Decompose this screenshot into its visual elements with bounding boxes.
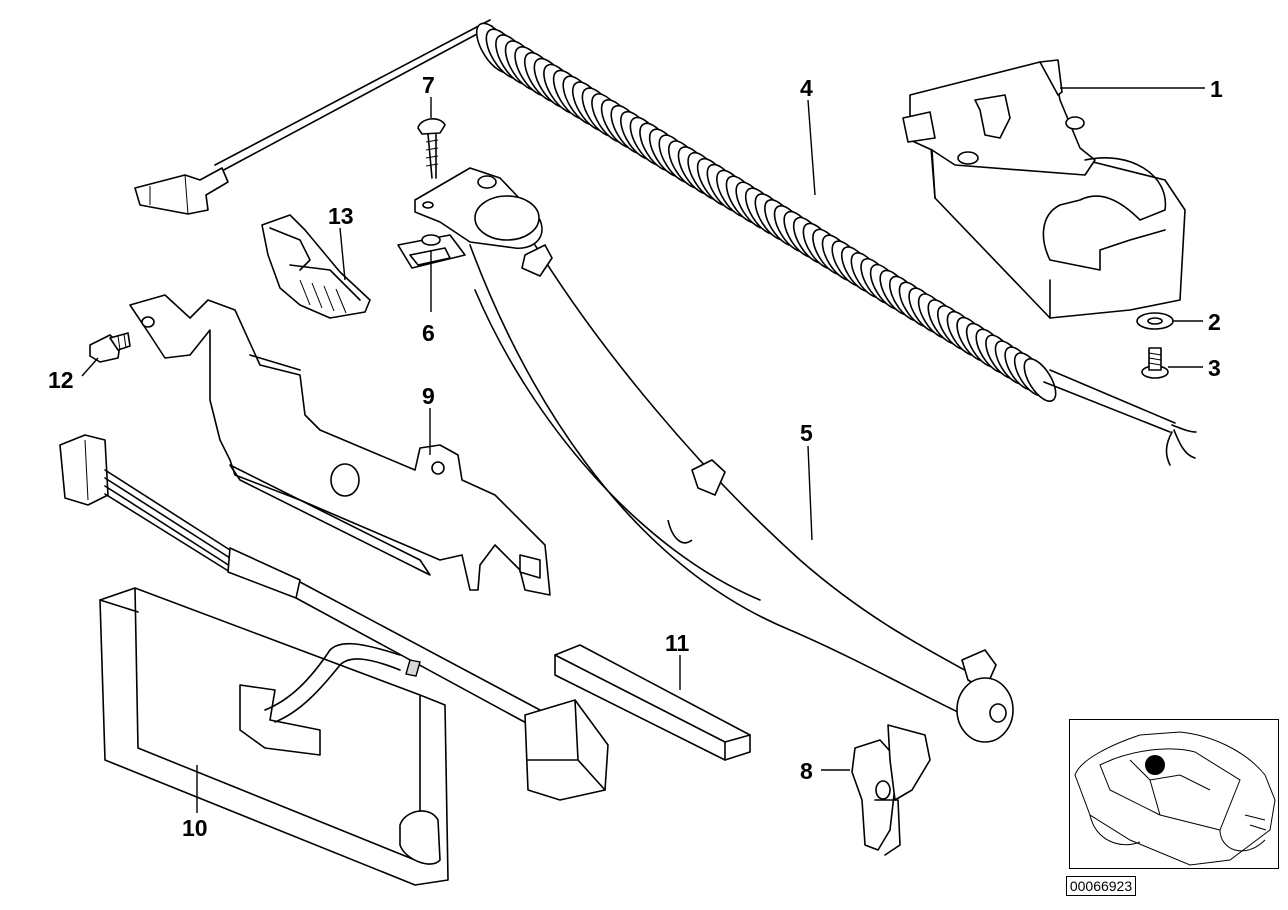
part-10-foam-pad [99,587,449,886]
callout-4: 4 [800,75,813,101]
callout-3: 3 [1208,355,1221,381]
part-8-clip [851,724,931,856]
part-1-control-module [902,59,1186,319]
reference-code: 00066923 [1066,876,1136,896]
part-7-screw [417,118,446,179]
wiring-harness [59,434,609,801]
part-12-bolt [89,332,131,363]
callout-labels: 1 2 3 4 5 6 7 8 9 10 11 12 13 [48,72,1223,841]
car-outline-icon [1074,731,1276,866]
callout-7: 7 [422,72,435,98]
vehicle-location-inset [1069,719,1279,869]
callout-12: 12 [48,367,74,393]
callout-5: 5 [800,420,813,446]
coil-loop [1023,358,1057,402]
part-11-foam-strip [554,644,751,761]
callout-6: 6 [422,320,435,346]
part-9-bracket [129,294,551,596]
callout-8: 8 [800,758,813,784]
callout-2: 2 [1208,309,1221,335]
callout-1: 1 [1210,76,1223,102]
part-13-cable-clip [261,214,371,319]
callout-10: 10 [182,815,208,841]
part-4-coiled-cable [134,19,1197,466]
callout-9: 9 [422,383,435,409]
part-2-washer [1136,312,1174,330]
part-3-screw [1141,347,1169,379]
leader-lines [81,87,1205,813]
location-marker-icon [1145,755,1165,775]
callout-13: 13 [328,203,354,229]
coil-body [475,22,1057,402]
callout-11: 11 [665,630,690,656]
part-5-tube [414,167,1014,743]
